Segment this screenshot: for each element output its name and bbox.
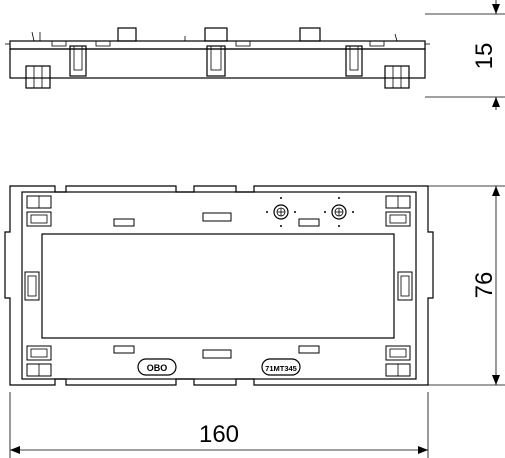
dimension-height-side: 15 [471, 0, 500, 110]
dimension-height-top: 76 [471, 186, 500, 385]
brand-logo-text: OBO [147, 363, 168, 373]
top-view: OBO 71MT345 [4, 185, 505, 458]
dimension-label-76: 76 [471, 272, 498, 299]
dimension-width-top: 160 [10, 421, 428, 454]
part-code-text: 71MT345 [265, 364, 297, 373]
side-view [5, 13, 505, 98]
dimension-label-160: 160 [199, 421, 239, 448]
dimension-label-15: 15 [471, 43, 498, 70]
